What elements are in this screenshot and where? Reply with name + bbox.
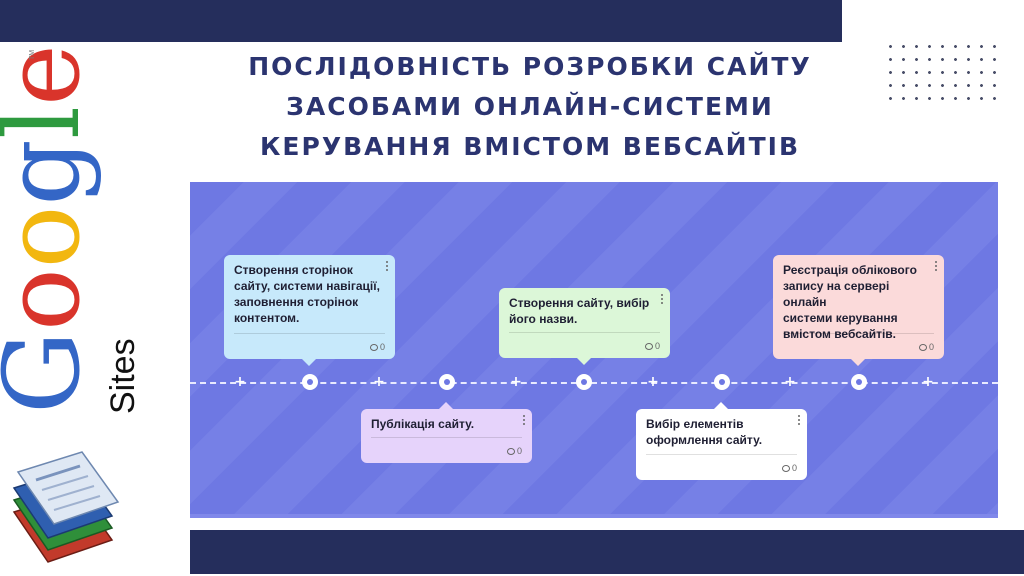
- add-step-icon[interactable]: +: [784, 376, 796, 388]
- card-text: Створення сторінок сайту, системи навіга…: [234, 262, 383, 326]
- card-divider: [783, 333, 934, 334]
- card-pointer: [851, 359, 865, 366]
- card-menu-icon[interactable]: [661, 294, 664, 306]
- card-text: Вибір елементів оформлення сайту.: [646, 416, 795, 448]
- comment-count[interactable]: 0: [507, 446, 522, 456]
- timeline-card[interactable]: Створення сайту, вибір його назви. 0: [499, 288, 670, 358]
- comment-icon: [507, 448, 515, 455]
- page-title: ПОСЛІДОВНІСТЬ РОЗРОБКИ САЙТУ ЗАСОБАМИ ОН…: [220, 47, 840, 167]
- comment-icon: [919, 344, 927, 351]
- card-text: Реєстрація облікового запису на сервері …: [783, 262, 932, 342]
- title-line: ЗАСОБАМИ ОНЛАЙН-СИСТЕМИ: [220, 87, 840, 127]
- card-pointer: [714, 402, 728, 409]
- card-divider: [646, 454, 797, 455]
- comment-count[interactable]: 0: [782, 463, 797, 473]
- add-step-icon[interactable]: +: [647, 376, 659, 388]
- comment-icon: [370, 344, 378, 351]
- comment-count[interactable]: 0: [370, 342, 385, 352]
- timeline-board: + + + + + + Створення сторінок сайту, си…: [190, 182, 998, 518]
- timeline-card[interactable]: Реєстрація облікового запису на сервері …: [773, 255, 944, 359]
- timeline-node[interactable]: [302, 374, 318, 390]
- top-band: [0, 0, 842, 42]
- svg-text:TM: TM: [29, 50, 36, 60]
- comment-count[interactable]: 0: [919, 342, 934, 352]
- comment-count-value: 0: [792, 463, 797, 473]
- svg-text:Sites: Sites: [104, 338, 142, 414]
- comment-count-value: 0: [380, 342, 385, 352]
- timeline-node[interactable]: [851, 374, 867, 390]
- board-footer-strip: [190, 514, 998, 518]
- card-divider: [509, 332, 660, 333]
- dot-pattern: [884, 40, 1004, 108]
- card-divider: [371, 437, 522, 438]
- timeline-node[interactable]: [714, 374, 730, 390]
- card-text: Створення сайту, вибір його назви.: [509, 295, 658, 327]
- add-step-icon[interactable]: +: [922, 376, 934, 388]
- comment-count-value: 0: [517, 446, 522, 456]
- google-sites-logo: Google Sites TM: [0, 42, 150, 572]
- comment-count-value: 0: [655, 341, 660, 351]
- bottom-band: [190, 530, 1024, 574]
- add-step-icon[interactable]: +: [510, 376, 522, 388]
- comment-icon: [782, 465, 790, 472]
- card-divider: [234, 333, 385, 334]
- svg-text:Google: Google: [0, 44, 103, 414]
- timeline-node[interactable]: [439, 374, 455, 390]
- card-menu-icon[interactable]: [935, 261, 938, 273]
- card-pointer: [577, 358, 591, 365]
- comment-icon: [645, 343, 653, 350]
- card-pointer: [302, 359, 316, 366]
- comment-count-value: 0: [929, 342, 934, 352]
- title-line: ПОСЛІДОВНІСТЬ РОЗРОБКИ САЙТУ: [220, 47, 840, 87]
- card-menu-icon[interactable]: [798, 415, 801, 427]
- timeline-node[interactable]: [576, 374, 592, 390]
- timeline-card[interactable]: Публікація сайту. 0: [361, 409, 532, 463]
- timeline-card[interactable]: Вибір елементів оформлення сайту. 0: [636, 409, 807, 480]
- add-step-icon[interactable]: +: [373, 376, 385, 388]
- title-line: КЕРУВАННЯ ВМІСТОМ ВЕБСАЙТІВ: [220, 127, 840, 167]
- card-text: Публікація сайту.: [371, 416, 520, 432]
- card-pointer: [439, 402, 453, 409]
- add-step-icon[interactable]: +: [234, 376, 246, 388]
- card-menu-icon[interactable]: [523, 415, 526, 427]
- timeline-card[interactable]: Створення сторінок сайту, системи навіга…: [224, 255, 395, 359]
- card-menu-icon[interactable]: [386, 261, 389, 273]
- comment-count[interactable]: 0: [645, 341, 660, 351]
